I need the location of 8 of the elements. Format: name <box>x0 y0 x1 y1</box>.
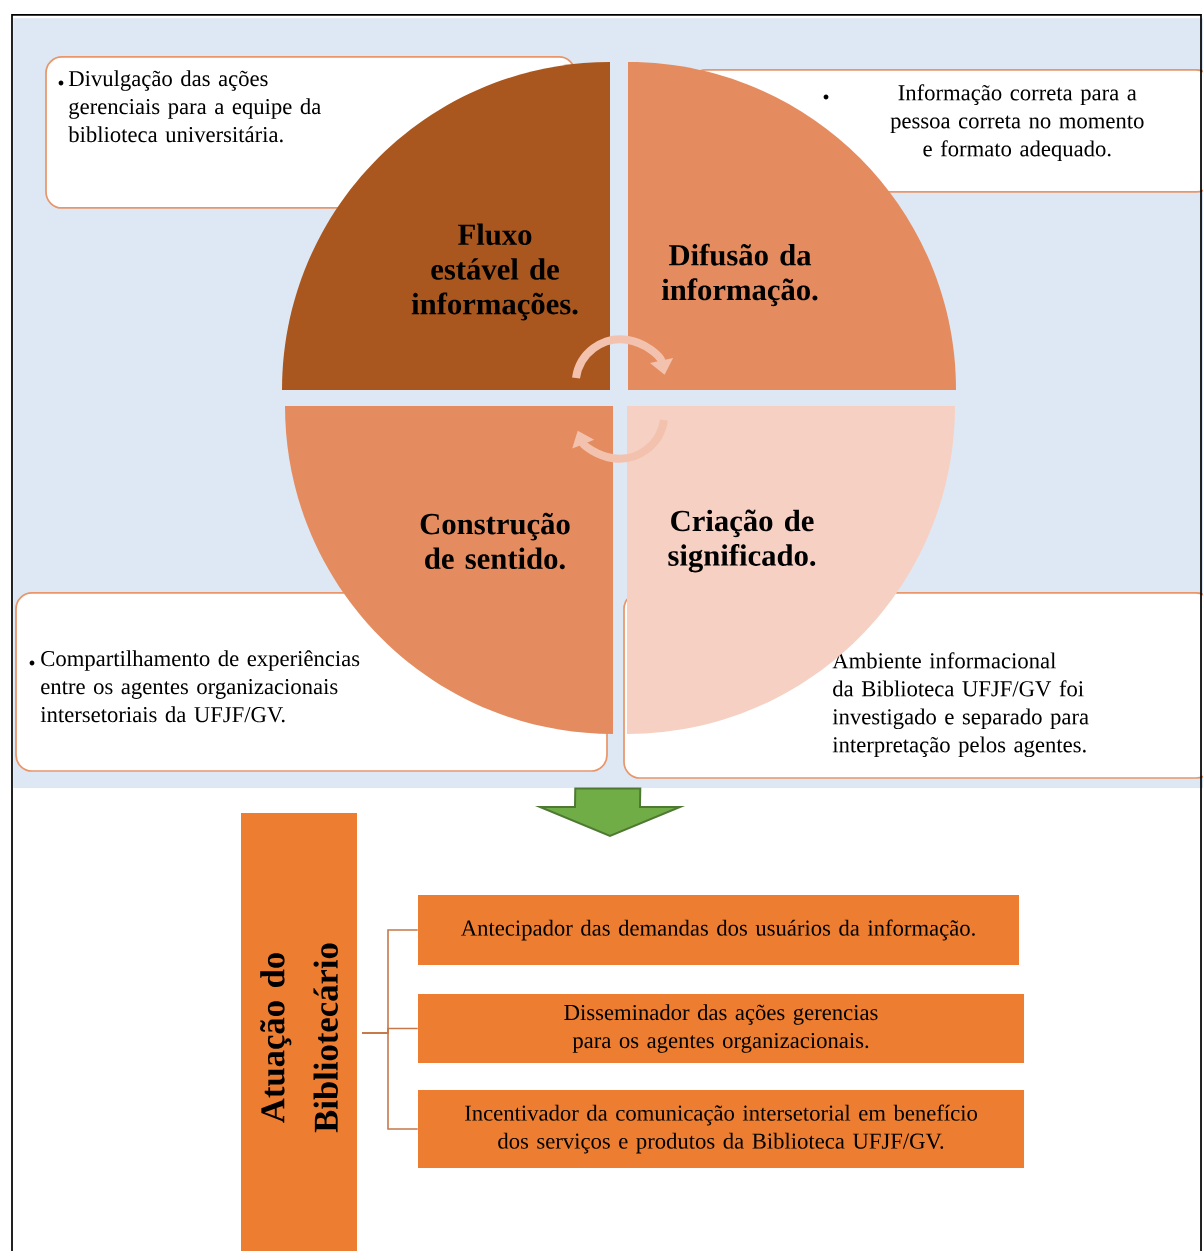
bracket-line <box>361 1032 419 1130</box>
down-arrow <box>535 787 686 838</box>
item-box: Antecipador das demandas dos usuários da informação. <box>418 895 1019 965</box>
vertical-box: Atuação do Bibliotecário <box>241 813 357 1251</box>
cycle-arrow <box>572 419 668 463</box>
item-box: Incentivador da comunicação intersetorial em benefício dos serviços e produtos da Biblioteca UFJF/GV. <box>418 1090 1024 1168</box>
cycle-arrow <box>572 335 674 379</box>
item-box: Disseminador das ações gerencias para os agentes organizacionais. <box>418 994 1024 1063</box>
